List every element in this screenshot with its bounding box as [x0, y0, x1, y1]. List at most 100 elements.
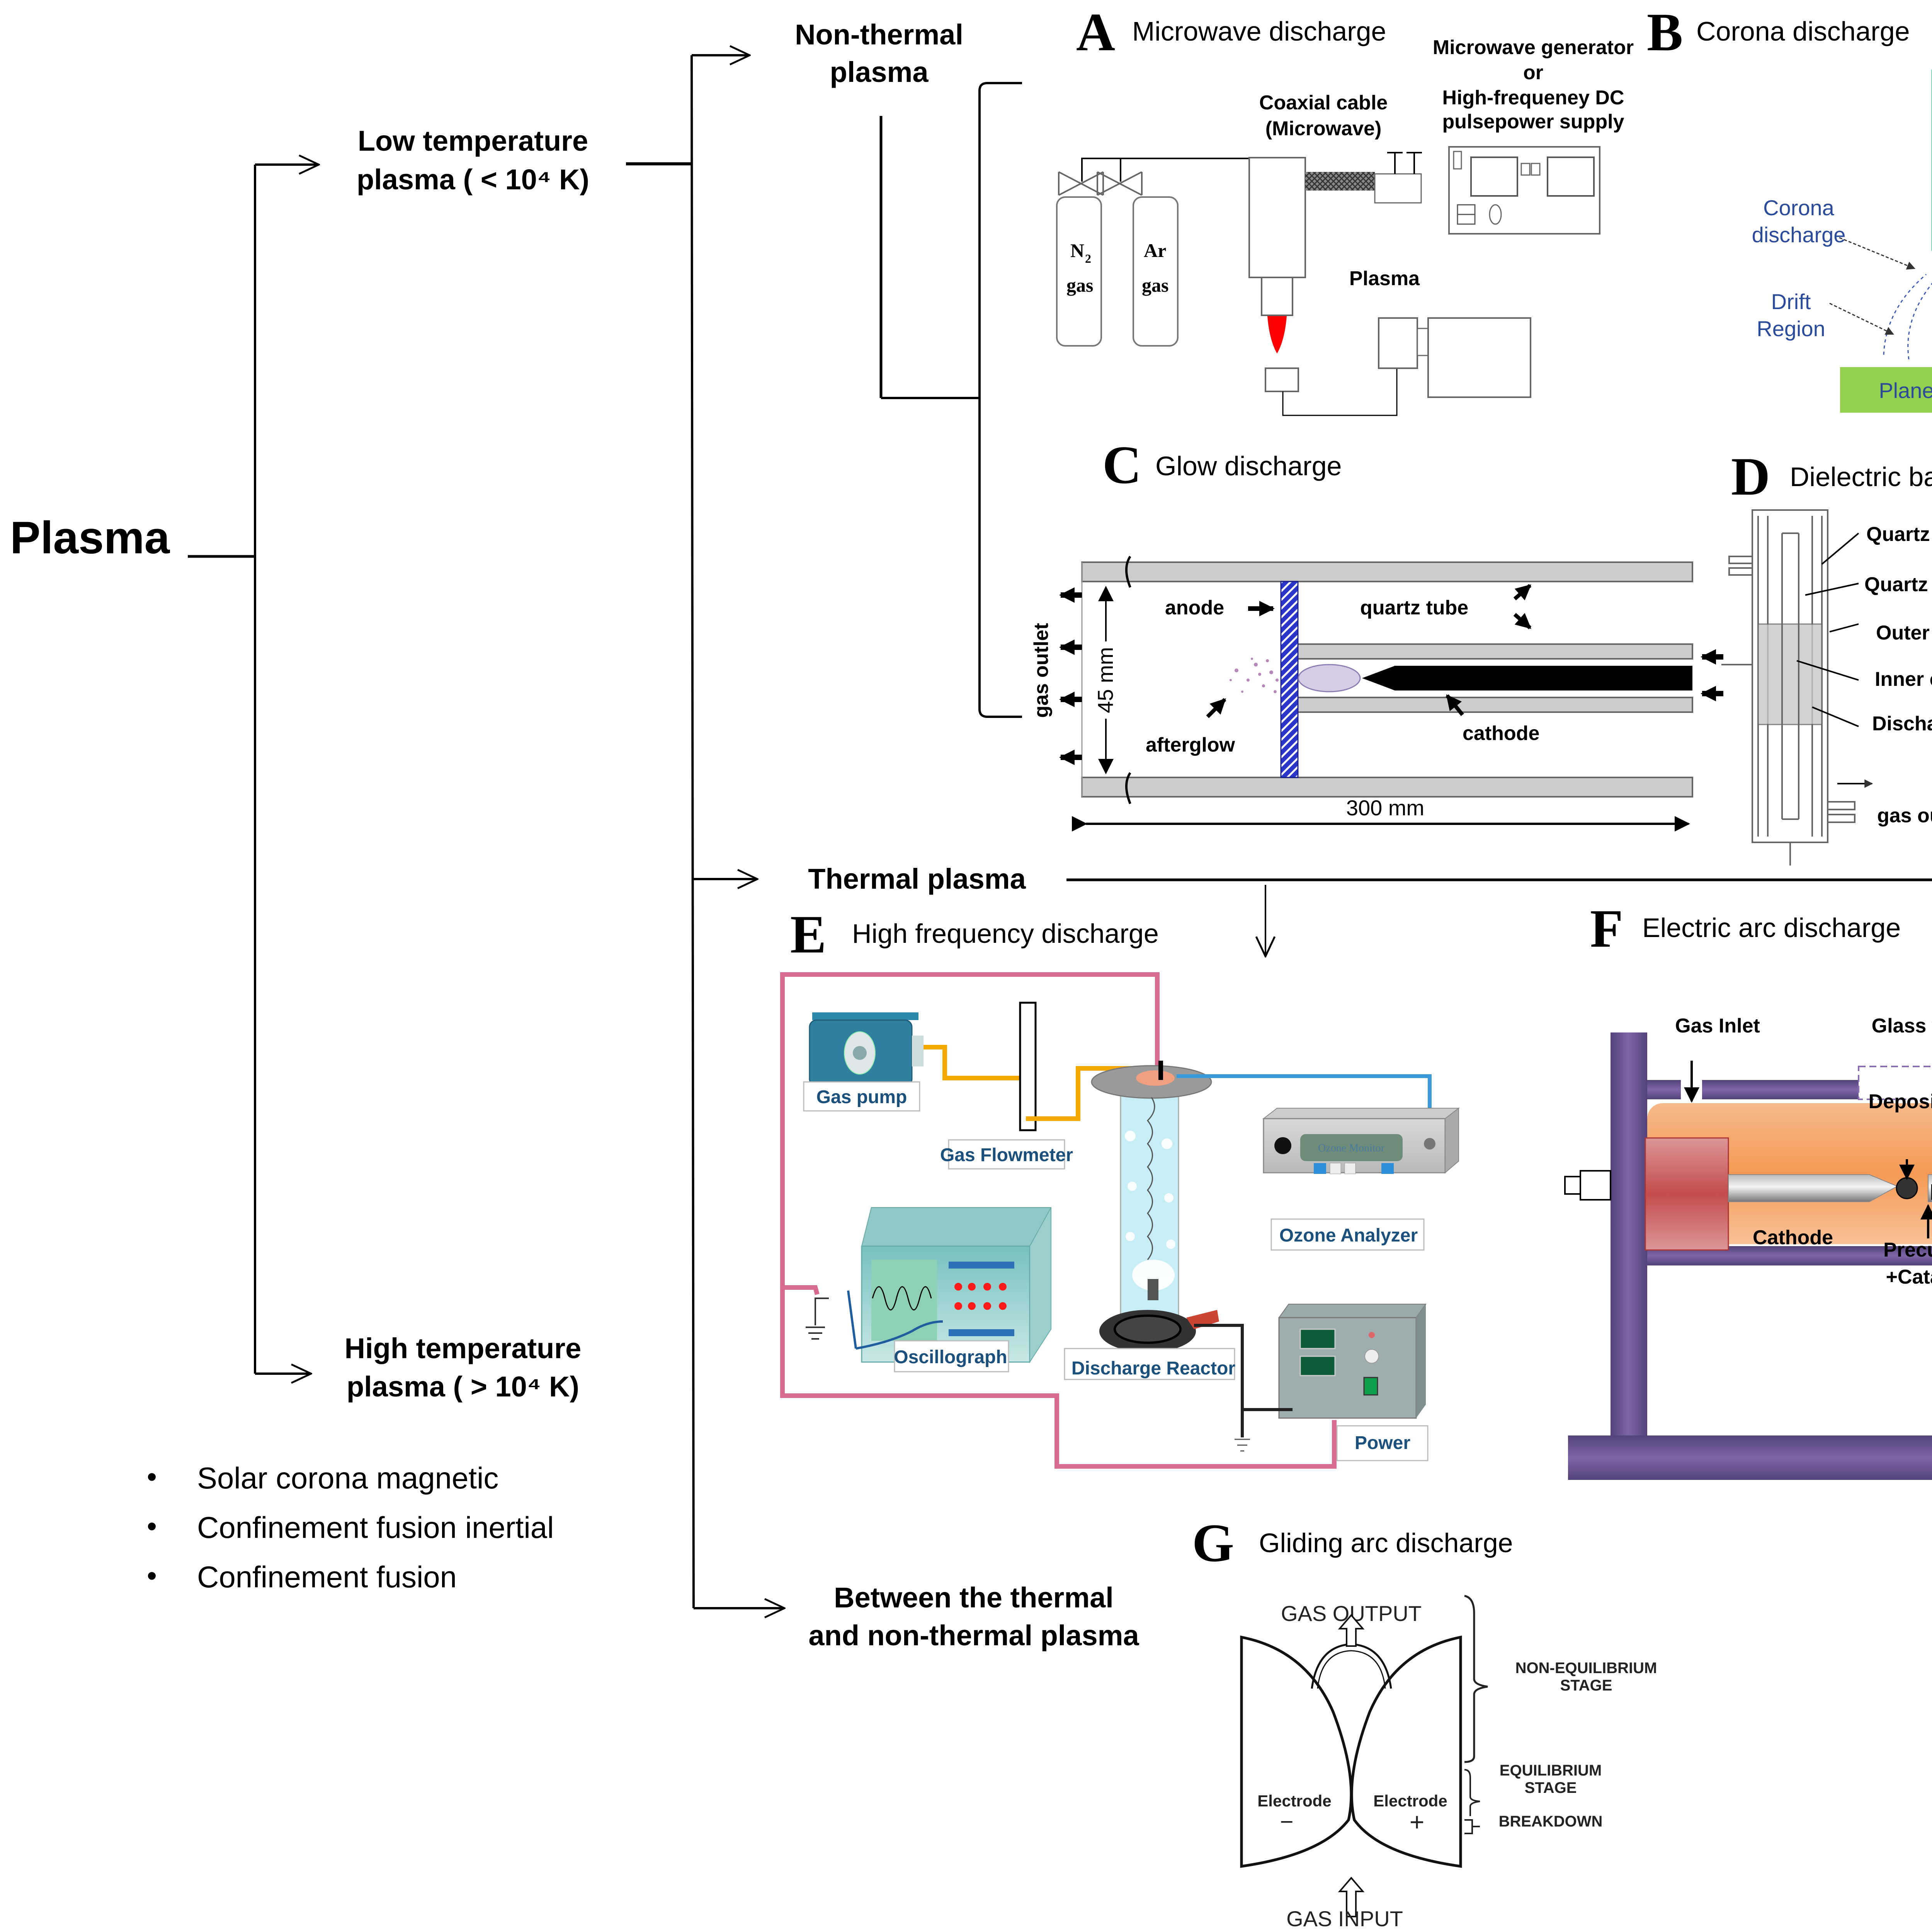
ground-icon: [1235, 1439, 1250, 1452]
coaxial-cable: [1305, 172, 1375, 190]
anode-label: anode: [1165, 597, 1224, 619]
corona-label-line1: Corona: [1763, 196, 1835, 220]
glass-window: [1858, 1066, 1932, 1100]
high-temp-examples-list: • Solar corona magnetic • Confinement fu…: [147, 1461, 554, 1594]
panel-title: Dielectric barrier discharge: [1790, 462, 1932, 492]
low-temp-vertical: [690, 55, 695, 1609]
between-label-line1: Between the thermal: [834, 1582, 1114, 1614]
ozone-analyzer: Ozone Monitor: [1262, 1107, 1460, 1174]
panel-letter: C: [1102, 435, 1141, 495]
ar-gas-label: gas: [1142, 274, 1168, 296]
gliding-arc-electrodes: [1240, 1635, 1462, 1868]
anode-rod: [1928, 1174, 1932, 1202]
panel-letter: D: [1731, 447, 1770, 507]
panel-letter: B: [1647, 2, 1683, 62]
glass-window-label: Glass window: [1872, 1015, 1932, 1037]
electrode-left-label: Electrode: [1257, 1792, 1331, 1810]
example-item: Confinement fusion inertial: [197, 1510, 554, 1544]
oscillograph-label: Oscillograph: [894, 1347, 1007, 1367]
panel-letter: A: [1076, 2, 1115, 62]
panel-title: Electric arc discharge: [1642, 913, 1901, 943]
non-thermal-label-line2: plasma: [830, 56, 929, 88]
low-temp-label-line1: Low temperature: [358, 125, 588, 157]
e-label-boxes: Gas pump Gas Flowmeter Ozone Analyzer Os…: [803, 1081, 1429, 1461]
gas-outlet-arrows: [1059, 587, 1723, 765]
generator-label-line1: Microwave generator: [1433, 36, 1634, 59]
microwave-generator-box: [1448, 146, 1600, 235]
example-item: Confinement fusion: [197, 1560, 457, 1594]
ozone-analyzer-label: Ozone Analyzer: [1279, 1225, 1418, 1246]
breakdown-brace: [1464, 1819, 1480, 1834]
drift-label-line1: Drift: [1771, 289, 1811, 314]
panel-d-dielectric-barrier-discharge: D Dielectric barrier discharge Quartz ou…: [1721, 447, 1932, 866]
n2-gas-cylinder: [1056, 196, 1102, 347]
quartz-outer-tube-label: Quartz outer tube: [1866, 523, 1932, 546]
panel-a-microwave-discharge: A Microwave discharge N 2 gas Ar gas Coa…: [1056, 2, 1634, 416]
panel-b-corona-discharge: B Corona discharge V Power supply Corona…: [1647, 2, 1932, 413]
equilibrium-label-line1: EQUILIBRIUM: [1500, 1762, 1602, 1779]
corona-label-line2: discharge: [1752, 223, 1846, 247]
valve-icon: [1058, 171, 1143, 196]
ground-icon: [806, 1298, 829, 1340]
afterglow-label: afterglow: [1146, 734, 1235, 756]
cathode-rod: [1728, 1174, 1898, 1202]
dbd-leader-lines: [1796, 532, 1859, 727]
quartz-inner-tube-label: Quartz inner tube: [1864, 573, 1932, 596]
discharge-gap-label: Discharge gap: [1872, 713, 1932, 735]
analyzer-head: [1378, 317, 1418, 369]
non-equilibrium-brace: [1464, 1595, 1488, 1763]
outer-electrode-label: Outer electrode: [1876, 622, 1932, 644]
panel-letter: G: [1192, 1513, 1234, 1573]
quartz-tube-label: quartz tube: [1360, 597, 1468, 619]
discharge-reactor-label: Discharge Reactor: [1071, 1358, 1235, 1379]
generator-label-line4: pulsepower supply: [1442, 111, 1624, 133]
minus-sign: −: [1280, 1809, 1293, 1835]
n2-label: N: [1070, 240, 1084, 261]
frame-leg-left: [1611, 1032, 1647, 1454]
low-temp-label-line2: plasma ( < 10⁴ K): [357, 163, 589, 196]
gas-pump: [809, 1012, 923, 1087]
coax-label-line2: (Microwave): [1265, 117, 1382, 140]
high-temp-label-line1: High temperature: [345, 1332, 582, 1364]
panel-title: Corona discharge: [1696, 16, 1910, 46]
gas-outlet-label: gas outlet: [1030, 623, 1053, 718]
deposition-label: Deposition: [1869, 1090, 1932, 1113]
panel-letter: F: [1590, 899, 1623, 959]
cathode-label: Cathode: [1753, 1226, 1833, 1249]
between-label-line2: and non-thermal plasma: [808, 1619, 1139, 1651]
afterglow-particles: [1230, 658, 1279, 693]
panel-g-gliding-arc-discharge: G Gliding arc discharge GAS OUTPUT GAS I…: [1192, 1513, 1657, 1931]
panel-title: Glow discharge: [1155, 451, 1342, 481]
anode-mesh: [1280, 581, 1299, 778]
precursor-label-line1: Precursor: [1883, 1239, 1932, 1261]
panel-f-electric-arc-discharge: F Electric arc discharge Gas Inlet Glass…: [1564, 899, 1932, 1480]
panel-letter: E: [790, 905, 826, 964]
non-thermal-bracket: [978, 82, 1022, 718]
plane-electrode-label: Plane Electrode: [1879, 378, 1932, 403]
n2-gas-label: gas: [1066, 274, 1093, 296]
equilibrium-brace: [1464, 1769, 1480, 1816]
ozone-screen-text: Ozone Monitor: [1318, 1142, 1385, 1154]
power-supply-box: [1278, 1304, 1427, 1419]
non-equilibrium-label-line1: NON-EQUILIBRIUM: [1515, 1660, 1657, 1677]
gas-input-label: GAS INPUT: [1286, 1906, 1403, 1931]
equilibrium-label-line2: STAGE: [1525, 1779, 1577, 1796]
gas-output-arrow: [1338, 1614, 1365, 1647]
bullet: •: [147, 1461, 157, 1493]
precursor-label-line2: +Catalyst: [1886, 1266, 1932, 1288]
classification-tree: Plasma Low temperature plasma ( < 10⁴ K)…: [10, 19, 1932, 1651]
bullet: •: [147, 1560, 157, 1592]
root-label: Plasma: [10, 512, 170, 563]
generator-label-line3: High-frequeney DC: [1442, 87, 1624, 109]
example-item: Solar corona magnetic: [197, 1461, 498, 1495]
ar-label: Ar: [1144, 240, 1166, 261]
microwave-applicator: [1248, 157, 1306, 278]
high-temp-label-line2: plasma ( > 10⁴ K): [347, 1371, 579, 1403]
panel-title: High frequency discharge: [852, 918, 1159, 949]
plane-electrode: [1840, 367, 1932, 413]
power-wire: [780, 972, 1337, 1469]
electrode-right-label: Electrode: [1373, 1792, 1447, 1810]
cathode-rod: [1362, 666, 1692, 690]
glow-discharge: [1298, 664, 1361, 692]
